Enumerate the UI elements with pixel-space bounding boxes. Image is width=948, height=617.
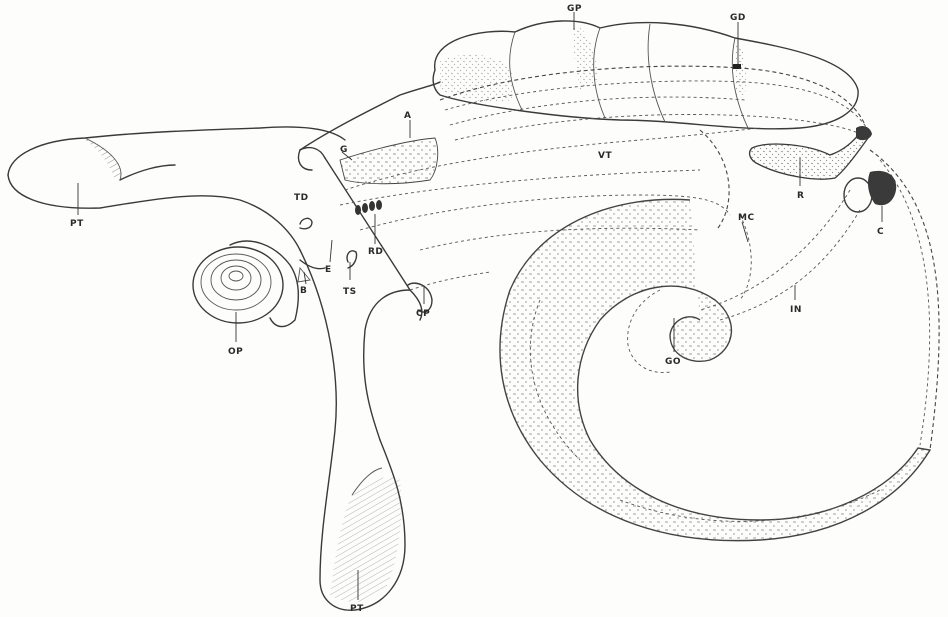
lower-penis-arm — [300, 250, 410, 610]
rd-cluster — [355, 200, 382, 215]
label-ts: TS — [343, 287, 357, 297]
label-c: C — [877, 227, 884, 237]
left-penis-arm — [8, 127, 345, 250]
label-pt-bottom: PT — [350, 604, 364, 614]
label-b: B — [300, 286, 307, 296]
label-gd: GD — [730, 13, 746, 23]
label-r: R — [797, 191, 804, 201]
label-td: TD — [294, 193, 309, 203]
label-rd: RD — [368, 247, 383, 257]
label-gp: GP — [567, 4, 582, 14]
label-cp: CP — [416, 309, 430, 319]
label-e: E — [325, 265, 332, 275]
label-go: GO — [665, 357, 681, 367]
c-organ — [844, 126, 896, 212]
label-op: OP — [228, 347, 243, 357]
label-g: G — [340, 145, 348, 155]
label-mc: MC — [738, 213, 755, 223]
right-ducts — [700, 150, 939, 450]
cp-structure — [408, 283, 432, 312]
label-a: A — [404, 111, 411, 121]
go-spiral — [500, 199, 930, 540]
label-pt-left: PT — [70, 219, 84, 229]
r-receptaculum — [750, 130, 868, 179]
label-in: IN — [790, 305, 802, 315]
op-spiral — [193, 247, 283, 323]
label-vt: VT — [598, 151, 612, 161]
gland-g-region — [340, 138, 438, 184]
digestive-gland-lobes — [433, 21, 858, 129]
